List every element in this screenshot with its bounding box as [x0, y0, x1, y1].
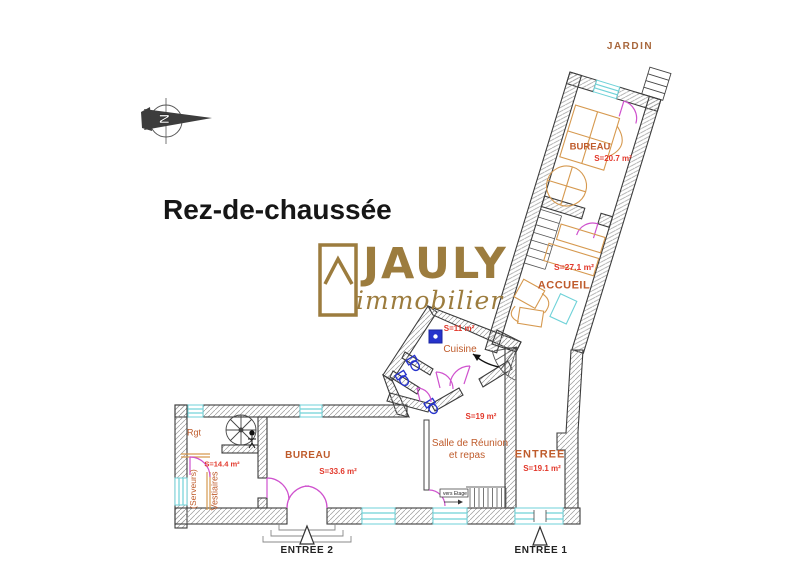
wing-top-right	[484, 66, 672, 354]
interior-doors	[189, 456, 290, 501]
logo-name: JAULY	[363, 239, 508, 289]
area-label-rgt: S=14.4 m²	[204, 459, 240, 469]
area-label-bureau-top: S=20.7 m²	[594, 154, 632, 163]
room-label-bureau-bottom: BUREAU	[285, 450, 331, 461]
logo-tagline: immobilier	[356, 286, 504, 315]
entrance-2-door	[286, 485, 328, 509]
entrance-2-label: ENTREE 2	[280, 545, 334, 556]
area-label-entree: S=19.1 m²	[523, 464, 561, 473]
exterior-stair	[641, 66, 672, 101]
sink-fixture	[428, 329, 443, 344]
area-label-cuisine: S=11 m²	[443, 324, 475, 333]
room-label-bureau-top: BUREAU	[569, 141, 611, 153]
entrance-2-arrow-icon	[299, 524, 315, 545]
north-arrow-icon: N	[141, 98, 212, 144]
room-label-vestiaires: Vestiaires	[209, 471, 220, 511]
room-label-entree: ENTREE	[514, 448, 566, 461]
entrance-1-arrow-icon	[532, 525, 548, 546]
room-label-serveurs: (Serveurs)	[187, 469, 198, 509]
stair-vers-etage	[439, 486, 507, 507]
room-label-accueil: ACCUEIL	[537, 279, 591, 292]
accueil-table	[549, 293, 578, 325]
compass-letter: N	[156, 114, 172, 124]
person-icon	[248, 430, 256, 449]
entrance-1-door	[514, 507, 564, 525]
shelving	[181, 453, 211, 510]
round-table	[545, 165, 588, 207]
desk	[559, 104, 623, 171]
room-label-salle-line2: et repas	[448, 450, 486, 461]
wc-fixtures	[394, 354, 439, 415]
room-label-cuisine: Cuisine	[443, 344, 477, 355]
wc-door-arcs	[416, 365, 471, 403]
area-label-bureau-bottom: S=33.6 m²	[319, 467, 357, 476]
garden-label: JARDIN	[606, 41, 654, 52]
floor-title: Rez-de-chaussée	[163, 194, 392, 225]
room-label-salle-line1: Salle de Réunion	[431, 438, 509, 449]
stair-note-label: vers Etage	[443, 491, 467, 497]
spiral-stair	[225, 414, 257, 446]
bottom-bar: vers Etage	[174, 347, 584, 546]
area-label-accueil: S=27.1 m²	[554, 261, 594, 272]
window	[592, 79, 621, 100]
logo-house-icon	[318, 243, 358, 317]
door-arcs	[576, 100, 638, 239]
accueil-furniture	[510, 223, 606, 328]
stair-accueil	[524, 209, 562, 270]
windows	[174, 404, 564, 525]
room-label-rgt: Rgt	[186, 427, 202, 438]
entrance-1-label: ENTREE 1	[514, 545, 568, 556]
area-label-salle: S=19 m²	[465, 412, 497, 421]
